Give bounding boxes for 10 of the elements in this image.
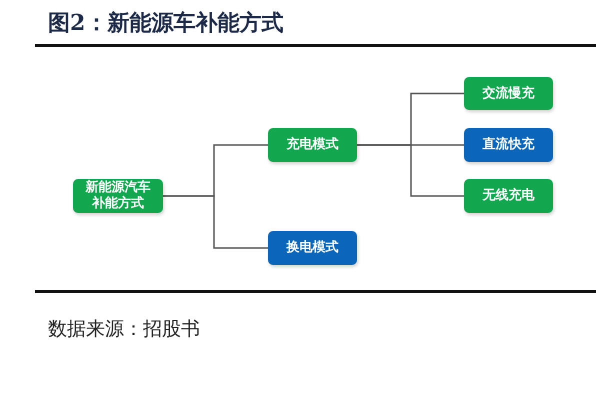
source-note: 数据来源：招股书 xyxy=(48,317,200,342)
leaf-node-box: 交流慢充 xyxy=(464,77,553,110)
root-node-box: 新能源汽车补能方式 xyxy=(73,179,163,213)
branch-node-box: 充电模式 xyxy=(268,128,357,162)
leaf-node-box: 直流快充 xyxy=(464,128,553,162)
connector-line xyxy=(357,144,464,197)
leaf-node-box: 无线充电 xyxy=(464,179,553,213)
figure-title: 图2：新能源车补能方式 xyxy=(48,9,284,37)
branch-node-box: 换电模式 xyxy=(268,231,357,265)
connector-line xyxy=(163,195,268,249)
